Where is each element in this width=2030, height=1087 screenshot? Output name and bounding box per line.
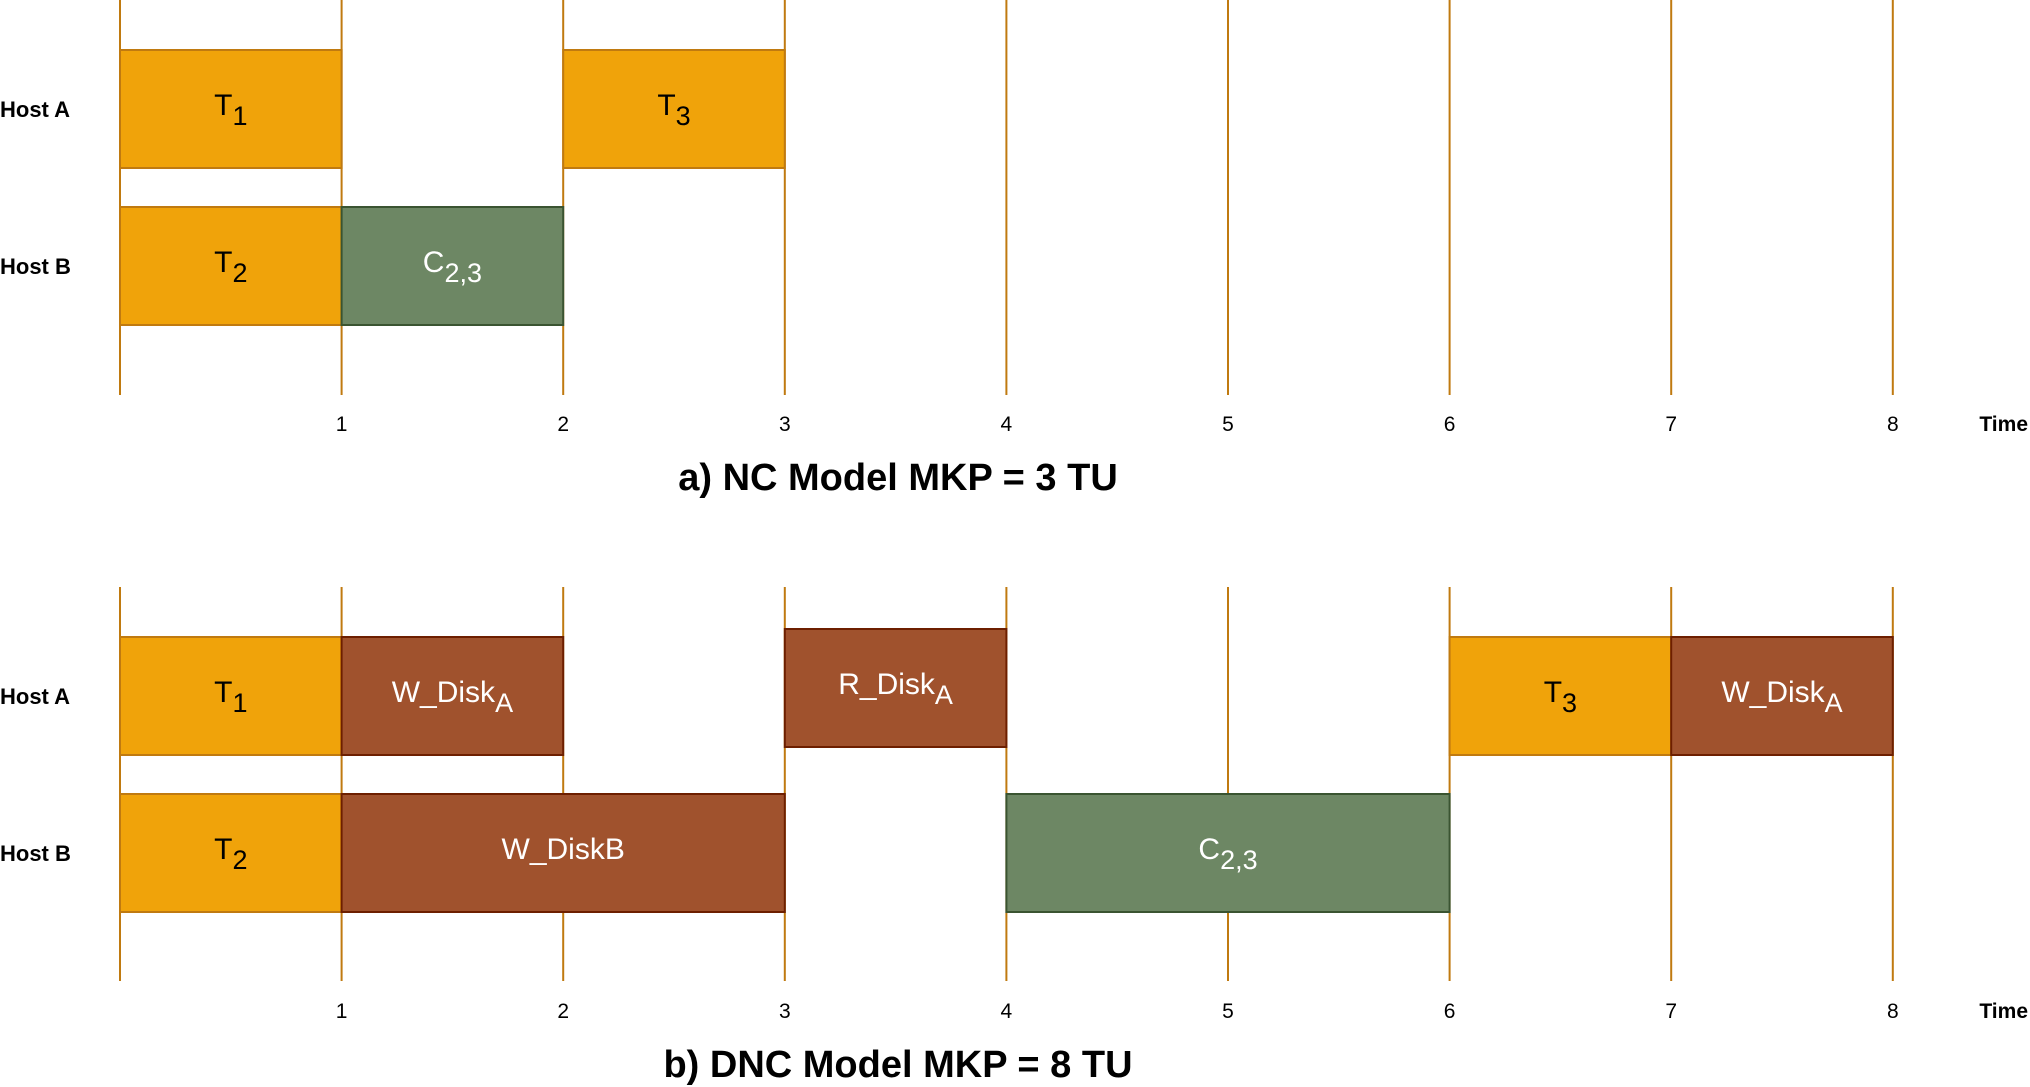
time-tick-label: 7 — [1665, 1000, 1677, 1023]
disk-block: R_DiskA — [783, 628, 1008, 748]
time-tick-label: 1 — [336, 1000, 348, 1023]
time-tick-label: 3 — [779, 1000, 791, 1023]
panel-caption: a) NC Model MKP = 3 TU — [678, 457, 1118, 499]
time-tick-label: 8 — [1887, 1000, 1899, 1023]
time-tick-label: 2 — [557, 413, 569, 436]
compute-block: C2,3 — [340, 206, 565, 326]
time-tick-label: 4 — [1001, 1000, 1013, 1023]
time-tick-label: 7 — [1665, 413, 1677, 436]
disk-block-rect — [783, 628, 1008, 748]
host-label: Host A — [0, 97, 70, 122]
disk-block: W_DiskA — [340, 636, 565, 756]
task-block-rect — [562, 49, 786, 169]
task-block: T3 — [562, 49, 786, 169]
time-axis-title: Time — [1979, 1000, 2028, 1023]
disk-block-rect — [340, 793, 786, 913]
disk-block-rect — [1670, 636, 1894, 756]
time-tick-label: 2 — [557, 1000, 569, 1023]
task-block: T1 — [119, 636, 343, 756]
task-block-label: T1 — [214, 89, 247, 131]
disk-block: W_DiskA — [1670, 636, 1894, 756]
task-block: T3 — [1448, 636, 1673, 756]
time-tick-label: 8 — [1887, 413, 1899, 436]
panel-b: Host A T1 W_DiskA R_DiskA T3 W_DiskA Host B T2 W… — [0, 587, 2028, 1086]
task-block-rect — [119, 636, 343, 756]
time-tick-label: 6 — [1444, 413, 1456, 436]
time-tick-label: 5 — [1222, 413, 1234, 436]
time-tick-label: 6 — [1444, 1000, 1456, 1023]
time-tick-label: 3 — [779, 413, 791, 436]
time-tick-label: 5 — [1222, 1000, 1234, 1023]
time-axis-title: Time — [1979, 413, 2028, 436]
disk-block-label: R_DiskA — [838, 668, 953, 710]
time-tick-label: 1 — [336, 413, 348, 436]
task-block: T1 — [119, 49, 343, 169]
host-label: Host A — [0, 684, 70, 709]
task-block-label: T2 — [214, 833, 247, 875]
task-block-rect — [119, 49, 343, 169]
task-block-rect — [119, 793, 343, 913]
task-block: T2 — [119, 793, 343, 913]
compute-block-rect — [1005, 793, 1451, 913]
disk-block-rect — [340, 636, 565, 756]
task-block-label: T3 — [657, 89, 690, 131]
task-block-label: T1 — [214, 676, 247, 718]
compute-block-rect — [340, 206, 565, 326]
compute-block-label: C2,3 — [423, 246, 482, 288]
disk-block-label: W_DiskA — [1721, 676, 1842, 718]
panel-caption: b) DNC Model MKP = 8 TU — [663, 1044, 1132, 1086]
compute-block-label: C2,3 — [1198, 833, 1257, 875]
disk-block-label: W_DiskA — [392, 676, 513, 718]
task-block: T2 — [119, 206, 343, 326]
host-label: Host B — [0, 841, 71, 866]
host-label: Host B — [0, 254, 71, 279]
task-block-rect — [119, 206, 343, 326]
time-tick-label: 4 — [1001, 413, 1013, 436]
disk-block-label: W_DiskB — [502, 833, 625, 866]
disk-block: W_DiskB — [340, 793, 786, 913]
task-block-rect — [1448, 636, 1673, 756]
compute-block: C2,3 — [1005, 793, 1451, 913]
task-block-label: T2 — [214, 246, 247, 288]
task-block-label: T3 — [1544, 676, 1577, 718]
